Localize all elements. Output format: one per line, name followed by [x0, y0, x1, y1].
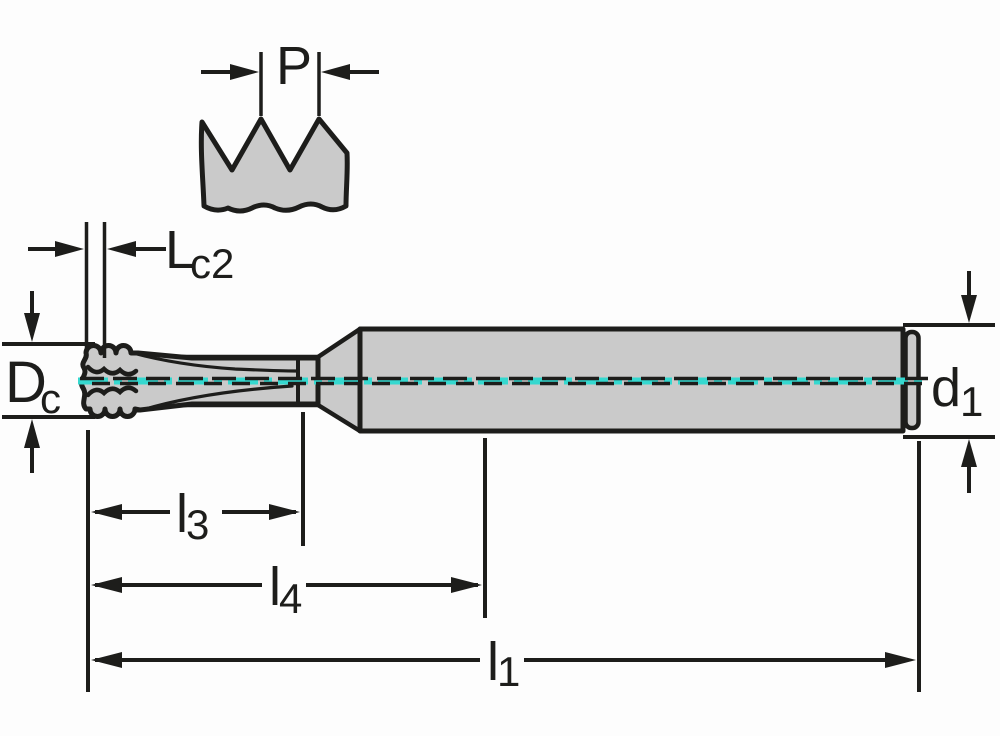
dc-label: D [5, 350, 47, 415]
lc2-arrowhead-left [55, 241, 84, 257]
l3-label-sub: 3 [186, 501, 209, 548]
l4-dimension: l 4 [91, 557, 482, 622]
dc-arrowhead-bottom [24, 419, 40, 448]
head-inner-thread-row-bottom [85, 385, 139, 398]
lc2-arrowhead-right [107, 241, 136, 257]
length-extension-lines [86, 412, 921, 692]
dc-arrowhead-top [24, 313, 40, 342]
pitch-detail: P [198, 36, 379, 214]
dc-label-sub: c [40, 375, 61, 422]
head-inner-thread-row-top [85, 364, 139, 377]
l3-dimension: l 3 [91, 484, 300, 548]
l3-arrowhead-right [269, 504, 300, 520]
d1-label: d [931, 358, 961, 418]
centerline [78, 376, 928, 386]
l4-label: l [269, 557, 281, 617]
lc2-dimension: L c2 [28, 220, 234, 358]
thread-profile-detail [198, 116, 350, 214]
l1-arrowhead-right [885, 652, 916, 668]
l4-arrowhead-right [451, 577, 482, 593]
head-flute-curve-lower [140, 384, 294, 412]
l4-label-sub: 4 [279, 575, 302, 622]
l4-arrowhead-left [91, 577, 122, 593]
l3-label: l [176, 484, 188, 544]
d1-label-sub: 1 [960, 378, 983, 425]
d1-arrowhead-bottom [961, 439, 977, 467]
head-flute-curve-upper [131, 351, 298, 373]
pitch-label: P [276, 36, 312, 96]
lc2-label: L [165, 220, 195, 280]
l1-label-sub: 1 [497, 648, 520, 695]
l1-arrowhead-left [91, 652, 122, 668]
d1-arrowhead-top [961, 295, 977, 323]
pitch-arrowhead-left [230, 64, 259, 80]
dc-dimension: D c [2, 291, 95, 473]
lc2-label-sub: c2 [190, 240, 234, 287]
l3-arrowhead-left [91, 504, 122, 520]
l1-dimension: l 1 [91, 632, 916, 695]
l1-label: l [487, 632, 499, 692]
pitch-arrowhead-right [321, 64, 350, 80]
d1-dimension: d 1 [903, 271, 995, 493]
